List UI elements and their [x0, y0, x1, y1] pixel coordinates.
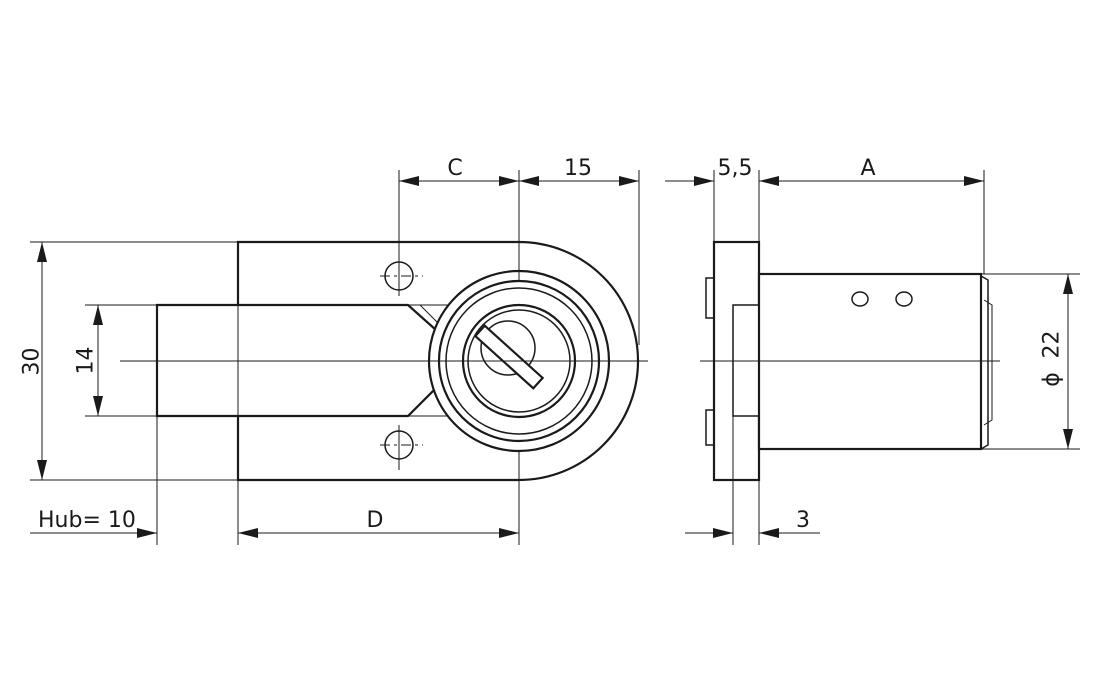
side-view — [700, 240, 1000, 482]
dim-stroke-label: Hub= 10 — [38, 508, 136, 533]
dim-15-label: 15 — [564, 156, 592, 181]
dim-c-15: C 15 — [398, 156, 640, 345]
dim-5-5-label: 5,5 — [718, 156, 753, 181]
dim-bolt-height: 14 — [74, 304, 157, 417]
dim-a-label: A — [860, 156, 875, 181]
dim-diameter: ϕ 22 — [981, 273, 1080, 450]
dim-22-label: 22 — [1040, 331, 1065, 359]
side-hole-1 — [851, 291, 869, 307]
front-view — [120, 240, 648, 482]
dim-d-label: D — [367, 508, 384, 533]
side-hole-2 — [895, 291, 913, 307]
screw-hole-bottom — [380, 425, 423, 470]
diameter-symbol-icon: ϕ — [1040, 372, 1065, 387]
dim-plate-thickness: 3 — [685, 416, 820, 545]
keyway-icon — [480, 320, 536, 376]
dim-14-label: 14 — [74, 347, 99, 375]
dim-flange-a: 5,5 A — [665, 156, 985, 274]
dim-30-label: 30 — [20, 348, 45, 376]
screw-hole-top — [380, 256, 423, 296]
key-slot — [473, 324, 545, 390]
dim-overall-height: 30 — [20, 241, 238, 481]
dim-c-label: C — [447, 156, 462, 181]
dim-3-label: 3 — [796, 508, 810, 533]
dim-stroke-d: Hub= 10 D — [30, 416, 520, 545]
